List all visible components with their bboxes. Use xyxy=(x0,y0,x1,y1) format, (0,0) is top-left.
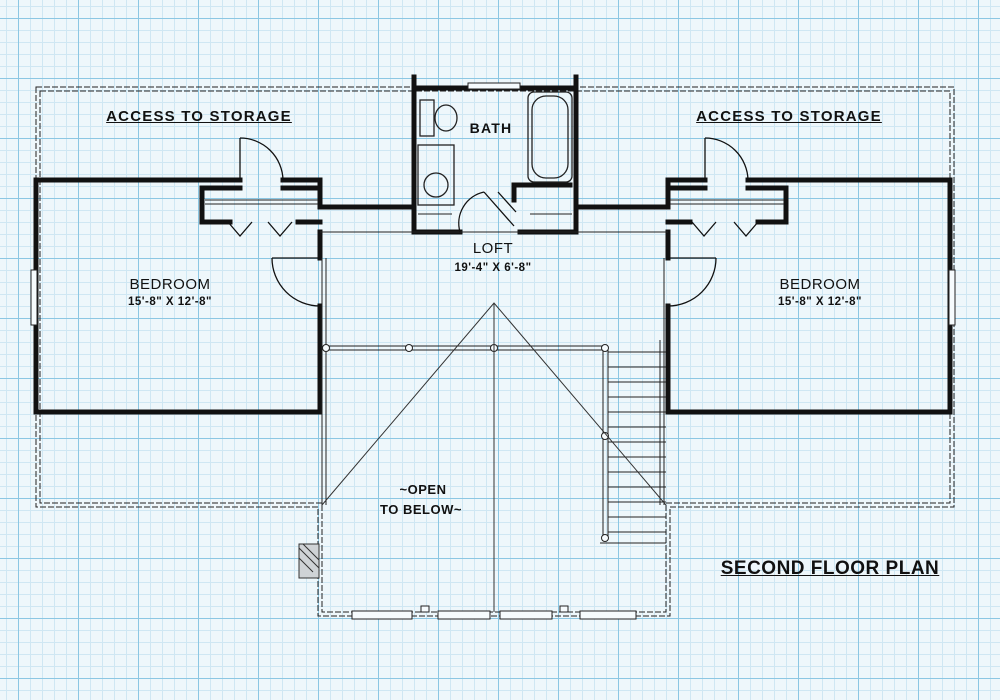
loft-dimensions: 19'-4" X 6'-8" xyxy=(454,262,532,274)
bedroom-left-dimensions: 15'-8" X 12'-8" xyxy=(128,296,212,308)
storage-label-right: ACCESS TO STORAGE xyxy=(696,108,882,125)
open-to-below-line1: ~OPEN xyxy=(399,482,447,497)
stairs xyxy=(600,351,666,544)
doors xyxy=(227,137,759,307)
loft-label: LOFT xyxy=(472,240,514,257)
chimney xyxy=(298,543,320,579)
storage-label-left: ACCESS TO STORAGE xyxy=(106,108,292,125)
bedroom-right-dimensions: 15'-8" X 12'-8" xyxy=(778,296,862,308)
open-to-below-line2: TO BELOW~ xyxy=(380,502,462,517)
roof-outline xyxy=(35,86,955,617)
bedroom-right-label: BEDROOM xyxy=(779,276,861,293)
open-to-below-lines xyxy=(321,302,667,612)
bath-label: BATH xyxy=(469,120,513,136)
bath-fixtures xyxy=(417,91,573,206)
plan-title: SECOND FLOOR PLAN xyxy=(720,558,940,579)
bedroom-left-label: BEDROOM xyxy=(129,276,211,293)
loft-railing xyxy=(322,344,609,542)
thin-lines xyxy=(30,82,956,620)
